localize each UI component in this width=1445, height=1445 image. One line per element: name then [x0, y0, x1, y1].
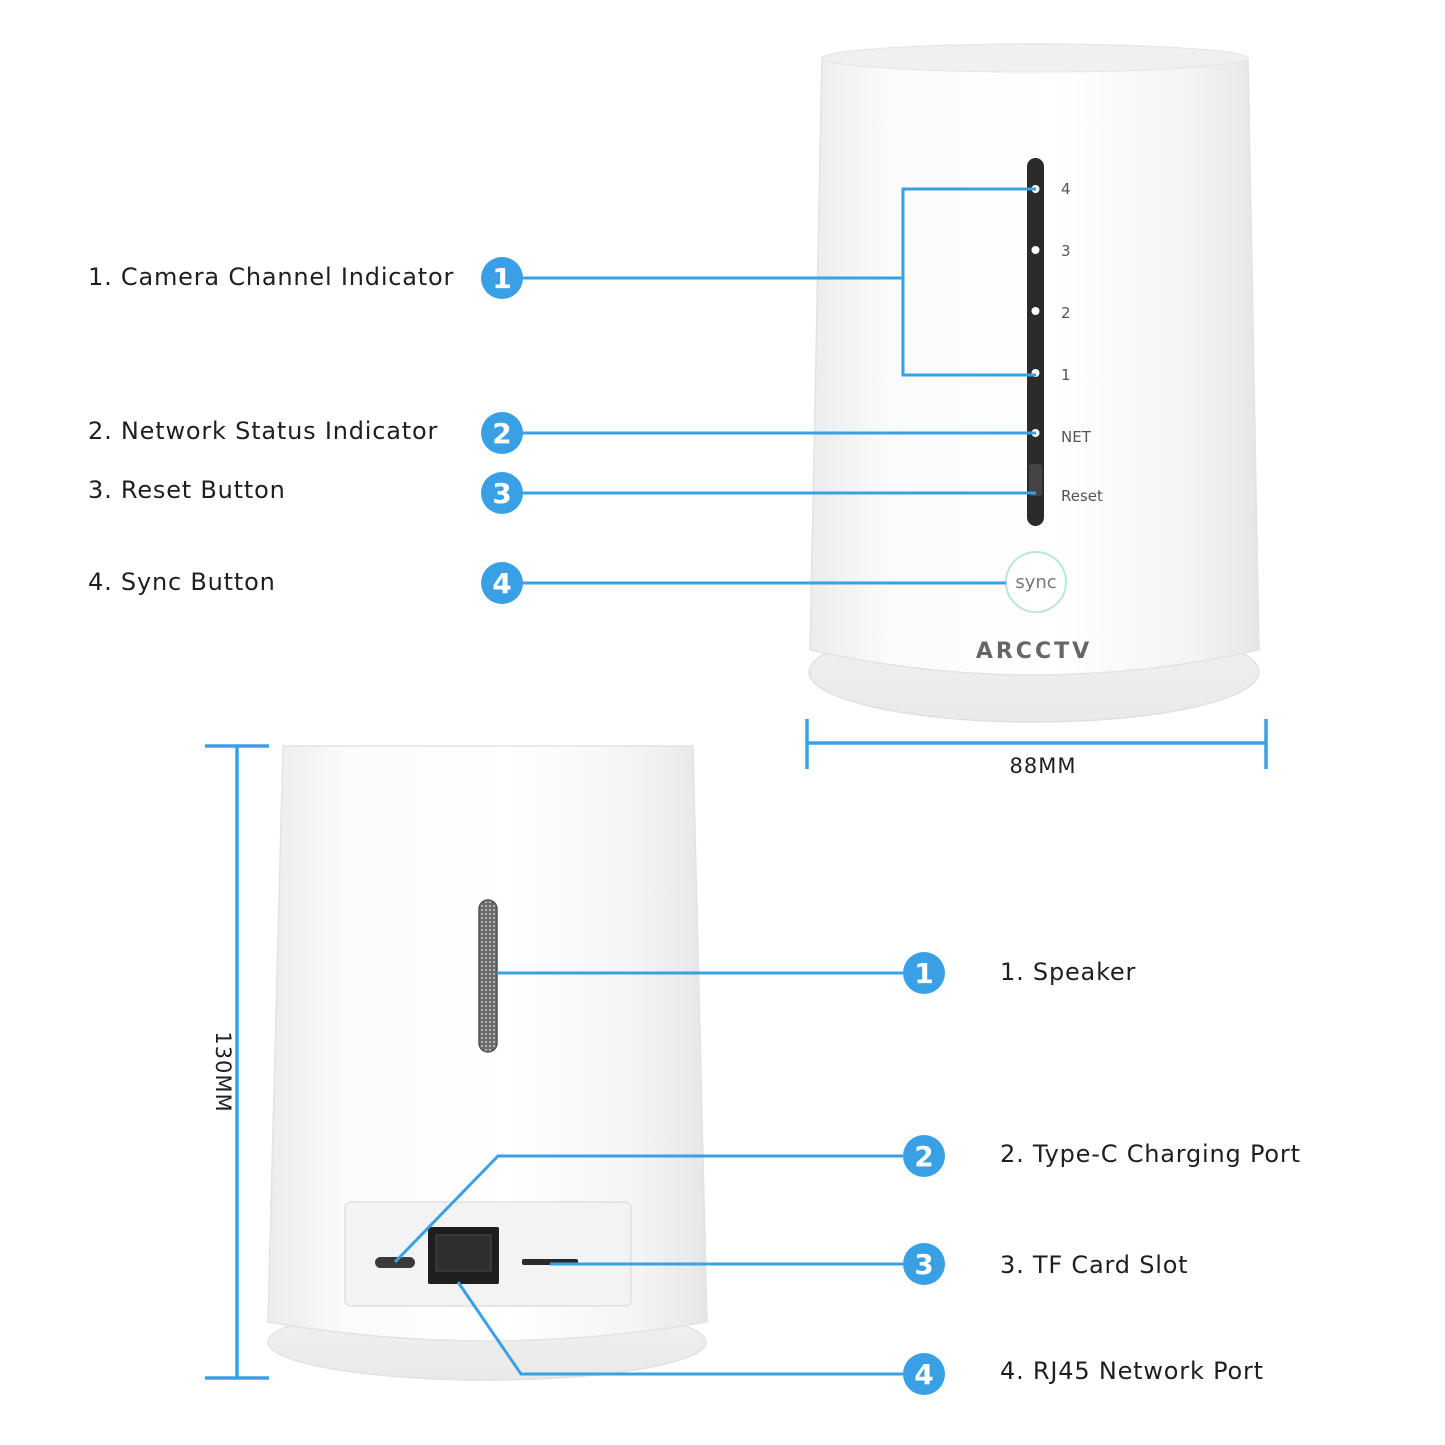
rj45-port-inner — [435, 1234, 492, 1272]
brand-logo: ARCCTV — [976, 639, 1092, 664]
label-network-status-indicator: 2. Network Status Indicator — [88, 417, 438, 445]
badge-back-1-num: 1 — [914, 957, 933, 990]
back-labels: 1. Speaker 2. Type-C Charging Port 3. TF… — [1000, 958, 1301, 1385]
label-rj45-network-port: 4. RJ45 Network Port — [1000, 1357, 1264, 1385]
height-dimension: 130MM — [205, 744, 269, 1380]
badge-back-1 — [903, 952, 945, 994]
back-leader-lines — [393, 971, 903, 1376]
led-label-3: 3 — [1061, 242, 1071, 260]
leader-camera-channel — [522, 187, 1036, 280]
type-c-port[interactable] — [375, 1257, 415, 1268]
label-type-c-charging-port: 2. Type-C Charging Port — [1000, 1140, 1301, 1168]
leader-camera-channel-bottom — [901, 278, 1036, 377]
reset-button[interactable] — [1029, 464, 1042, 496]
label-tf-card-slot: 3. TF Card Slot — [1000, 1251, 1188, 1279]
led-label-4: 4 — [1061, 180, 1071, 198]
badge-front-4-num: 4 — [492, 567, 511, 600]
badge-back-2 — [903, 1135, 945, 1177]
sync-label: sync — [1015, 572, 1056, 593]
led-channel-3 — [1031, 246, 1040, 254]
front-leader-lines — [522, 187, 1036, 585]
front-badges: 1 2 3 4 — [481, 257, 523, 604]
led-channel-2 — [1031, 307, 1040, 315]
badge-front-2 — [481, 412, 523, 454]
back-device — [267, 745, 708, 1381]
front-labels: 1. Camera Channel Indicator 2. Network S… — [88, 263, 454, 596]
led-label-2: 2 — [1061, 304, 1071, 322]
front-device-top — [821, 43, 1249, 73]
leader-rj45 — [456, 1281, 903, 1376]
led-label-1: 1 — [1061, 366, 1071, 384]
badge-front-3 — [481, 472, 523, 514]
width-dimension-label: 88MM — [1010, 754, 1077, 778]
back-badges: 1 2 3 4 — [903, 952, 945, 1395]
label-camera-channel-indicator: 1. Camera Channel Indicator — [88, 263, 454, 291]
badge-front-1-num: 1 — [492, 262, 511, 295]
badge-front-3-num: 3 — [492, 477, 511, 510]
speaker-grille — [478, 899, 498, 1053]
badge-front-2-num: 2 — [492, 417, 511, 450]
label-sync-button: 4. Sync Button — [88, 568, 276, 596]
label-speaker: 1. Speaker — [1000, 958, 1136, 986]
badge-front-1 — [481, 257, 523, 299]
height-dimension-label: 130MM — [211, 1031, 235, 1112]
badge-front-4 — [481, 562, 523, 604]
badge-back-4-num: 4 — [914, 1358, 933, 1391]
badge-back-4 — [903, 1353, 945, 1395]
width-dimension: 88MM — [805, 719, 1268, 778]
reset-label: Reset — [1061, 487, 1103, 505]
badge-back-2-num: 2 — [914, 1140, 933, 1173]
led-label-net: NET — [1061, 428, 1092, 446]
badge-back-3-num: 3 — [914, 1248, 933, 1281]
label-reset-button: 3. Reset Button — [88, 476, 286, 504]
front-device: 4 3 2 1 NET Reset sync ARCCTV — [808, 43, 1260, 723]
badge-back-3 — [903, 1243, 945, 1285]
leader-type-c — [393, 1154, 903, 1264]
